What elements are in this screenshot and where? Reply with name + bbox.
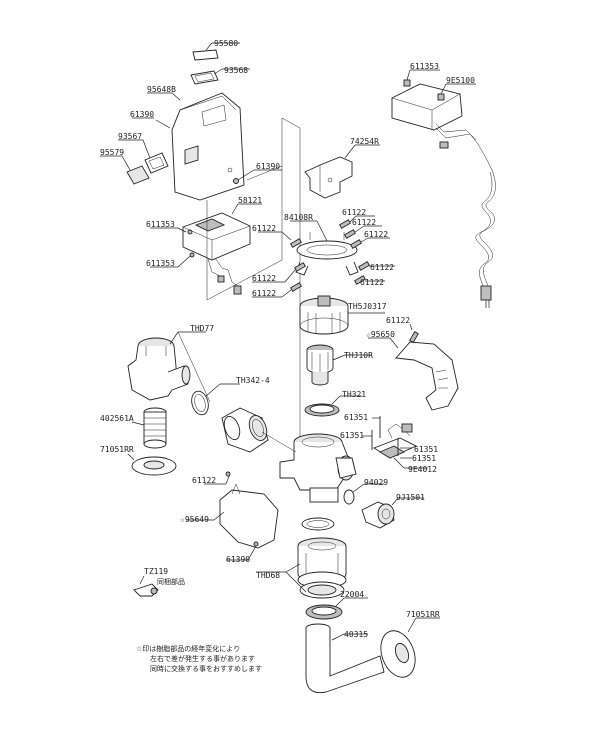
tool-TZ119 <box>133 575 159 597</box>
label-95579: 95579 <box>100 148 124 157</box>
footnote-line-2: 左右で差が発生する事があります <box>150 654 255 663</box>
valve-body <box>279 433 357 503</box>
power-adapter-9E5100 <box>391 69 496 308</box>
solenoid-TH5J0317 <box>299 295 385 335</box>
ring-TH321 <box>304 395 362 417</box>
side-cover-95650 <box>368 337 459 411</box>
cartridge-THJ10R <box>306 344 372 386</box>
label-61390-upper-left: 61390 <box>130 110 154 119</box>
gasket-TH342-4 <box>191 383 240 416</box>
control-unit-58121 <box>150 203 262 295</box>
label-40315: 40315 <box>344 630 368 639</box>
label-TZ119-note: 同梱部品 <box>157 577 185 586</box>
plate-95579 <box>100 155 150 185</box>
label-71051RR-right: 71051RR <box>406 610 440 619</box>
screws-61351 <box>362 416 412 459</box>
label-61351-b: 61351 <box>340 431 364 440</box>
bracket-74254R <box>304 144 380 199</box>
screw-61390-upper <box>132 117 282 184</box>
label-61122-h: 61122 <box>360 278 384 287</box>
o-ring-upper <box>301 517 335 531</box>
label-61122-d: 61122 <box>364 230 388 239</box>
label-95650: ☆95650 <box>366 330 395 339</box>
label-58121: 58121 <box>238 196 262 205</box>
label-93568: 93568 <box>224 66 248 75</box>
cover-95648B <box>147 92 245 201</box>
label-61122-j: 61122 <box>192 476 216 485</box>
label-61351-c: 61351 <box>414 445 438 454</box>
label-9J1501: 9J1501 <box>396 493 425 502</box>
label-94029: 94029 <box>364 478 388 487</box>
label-TH342-4: TH342-4 <box>236 376 270 385</box>
label-93567: 93567 <box>118 132 142 141</box>
label-611353-a: 611353 <box>146 220 175 229</box>
washer-94029 <box>343 483 384 505</box>
leader-thd68-a <box>285 563 301 573</box>
label-61122-b: 61122 <box>342 208 366 217</box>
screws-61122-cluster <box>252 215 419 343</box>
bottom-cover-95649 <box>186 471 279 561</box>
label-TH5J0317: TH5J0317 <box>348 302 387 311</box>
label-611353-b: 611353 <box>146 259 175 268</box>
label-61351-d: 61351 <box>412 454 436 463</box>
label-TH321: TH321 <box>342 390 366 399</box>
label-THJ10R: THJ10R <box>344 351 373 360</box>
label-61122-g: 61122 <box>370 263 394 272</box>
pipe-40315 <box>305 623 385 694</box>
label-61390-lower: 61390 <box>226 555 250 564</box>
label-61122-c: 61122 <box>352 218 376 227</box>
window-93567 <box>118 139 169 174</box>
label-TZ119: TZ119 <box>144 567 168 576</box>
label-22004: 22004 <box>340 590 364 599</box>
label-61122-e: 61122 <box>252 274 276 283</box>
union-fitting <box>221 407 297 453</box>
label-61351-a: 61351 <box>344 413 368 422</box>
label-611353-c: 611353 <box>410 62 439 71</box>
plug-9J1501 <box>361 497 424 529</box>
flange-71051RR-right <box>380 617 440 678</box>
nut-22004 <box>305 597 368 620</box>
label-84108R: 84108R <box>284 213 313 222</box>
nipple-402561A <box>131 407 167 449</box>
label-plate-95580 <box>192 42 240 61</box>
body-THD68 <box>297 537 347 589</box>
label-61122-i: 61122 <box>386 316 410 325</box>
label-74254R: 74254R <box>350 137 379 146</box>
label-95648B: 95648B <box>147 85 176 94</box>
label-61122-a: 61122 <box>252 224 276 233</box>
nut-THD68 <box>299 581 345 599</box>
stop-valve-THD77 <box>127 331 211 403</box>
label-95580: 95580 <box>214 39 238 48</box>
label-9E5100: 9E5100 <box>446 76 475 85</box>
label-9E4012: 9E4012 <box>408 465 437 474</box>
label-95649: ☆95649 <box>180 515 209 524</box>
footnote-line-3: 同時に交換する事をおすすめします <box>150 664 262 673</box>
window-93568 <box>190 68 250 85</box>
label-402561A: 402561A <box>100 414 134 423</box>
alignment-frame <box>206 117 301 470</box>
label-61390-upper-right: 61390 <box>256 162 280 171</box>
footnote-line-1: ☆印は樹脂部品の経年変化により <box>136 644 240 653</box>
label-71051RR-left: 71051RR <box>100 445 134 454</box>
flange-71051RR-left <box>127 453 177 476</box>
leader-thd68-b <box>285 571 307 593</box>
label-61122-f: 61122 <box>252 289 276 298</box>
label-THD68: THD68 <box>256 571 280 580</box>
label-THD77: THD77 <box>190 324 214 333</box>
